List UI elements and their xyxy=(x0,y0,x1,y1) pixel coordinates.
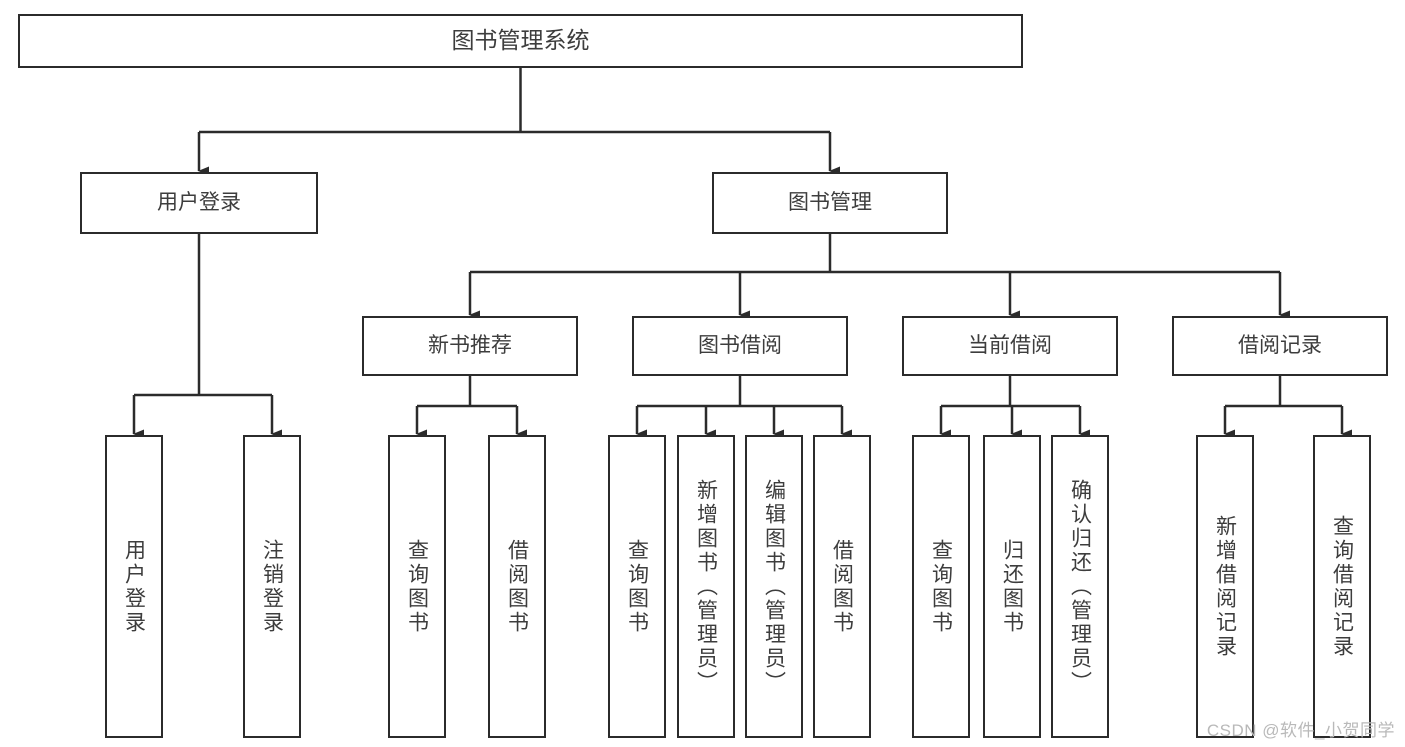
node-leaf-bb-edit[interactable]: 编辑图书（管理员） xyxy=(745,435,803,738)
node-leaf-user-logout[interactable]: 注销登录 xyxy=(243,435,301,738)
node-leaf-bb-add[interactable]: 新增图书（管理员） xyxy=(677,435,735,738)
node-label: 用户登录 xyxy=(122,538,146,635)
node-book-borrow[interactable]: 图书借阅 xyxy=(632,316,848,376)
node-label: 图书管理系统 xyxy=(451,27,590,54)
node-root[interactable]: 图书管理系统 xyxy=(18,14,1023,68)
node-label: 当前借阅 xyxy=(968,333,1052,357)
node-label: 查询图书 xyxy=(625,538,649,635)
node-label: 新增借阅记录 xyxy=(1213,514,1237,659)
node-label: 用户登录 xyxy=(157,190,241,214)
node-book-manage[interactable]: 图书管理 xyxy=(712,172,948,234)
node-leaf-br-add[interactable]: 新增借阅记录 xyxy=(1196,435,1254,738)
node-new-book-rec[interactable]: 新书推荐 xyxy=(362,316,578,376)
node-label: 新增图书（管理员） xyxy=(694,478,718,695)
node-user-login[interactable]: 用户登录 xyxy=(80,172,318,234)
node-label: 图书管理 xyxy=(788,190,872,214)
node-label: 查询图书 xyxy=(405,538,429,635)
node-label: 图书借阅 xyxy=(698,333,782,357)
node-label: 确认归还（管理员） xyxy=(1068,478,1092,695)
node-label: 查询图书 xyxy=(929,538,953,635)
watermark: CSDN @软件_小贺同学 xyxy=(1206,721,1395,740)
node-leaf-bb-borrow[interactable]: 借阅图书 xyxy=(813,435,871,738)
node-label: 新书推荐 xyxy=(428,333,512,357)
node-leaf-cb-confirm[interactable]: 确认归还（管理员） xyxy=(1051,435,1109,738)
node-leaf-cb-query[interactable]: 查询图书 xyxy=(912,435,970,738)
node-leaf-rec-query[interactable]: 查询图书 xyxy=(388,435,446,738)
node-borrow-record[interactable]: 借阅记录 xyxy=(1172,316,1388,376)
node-current-borrow[interactable]: 当前借阅 xyxy=(902,316,1118,376)
node-label: 注销登录 xyxy=(260,538,284,635)
node-label: 借阅记录 xyxy=(1238,333,1322,357)
node-leaf-bb-query[interactable]: 查询图书 xyxy=(608,435,666,738)
node-leaf-user-login[interactable]: 用户登录 xyxy=(105,435,163,738)
node-label: 归还图书 xyxy=(1000,538,1024,635)
node-leaf-br-query[interactable]: 查询借阅记录 xyxy=(1313,435,1371,738)
node-leaf-cb-return[interactable]: 归还图书 xyxy=(983,435,1041,738)
node-label: 借阅图书 xyxy=(830,538,854,635)
node-leaf-rec-borrow[interactable]: 借阅图书 xyxy=(488,435,546,738)
node-label: 查询借阅记录 xyxy=(1330,514,1354,659)
node-label: 编辑图书（管理员） xyxy=(762,478,786,695)
node-label: 借阅图书 xyxy=(505,538,529,635)
